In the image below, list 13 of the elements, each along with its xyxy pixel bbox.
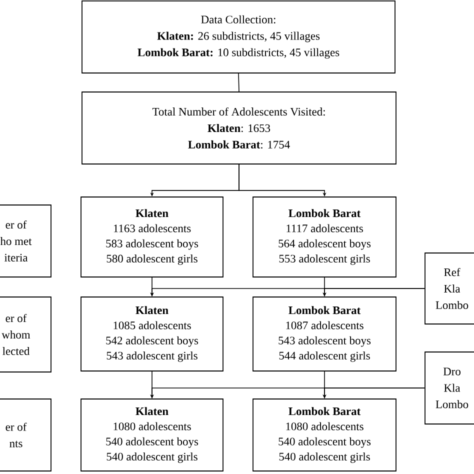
process-box: Total Number of Adolescents Visited: Klaten: 1653 Lombok Barat: 1754	[82, 92, 396, 164]
count-box: Klaten 1085 adolescents 542 adolescent boys 543 adolescent girls	[80, 296, 224, 372]
side-box: er of ho met iteria	[0, 204, 52, 278]
side-box: Dro Kla Lombo	[424, 352, 474, 424]
process-box: Data Collection: Klaten: 26 subdistricts, 45 villages Lombok Barat: 10 subdistricts, 45 villages	[82, 0, 396, 74]
count-box: Klaten 1080 adolescents 540 adolescent boys 540 adolescent girls	[80, 398, 224, 472]
side-box: er of whom lected	[0, 296, 52, 372]
side-box: Ref Kla Lombo	[424, 252, 474, 324]
side-box: er of nts	[0, 398, 52, 472]
count-box: Lombok Barat 1080 adolescents 540 adolescent boys 540 adolescent girls	[252, 398, 396, 472]
count-box: Lombok Barat 1087 adolescents 543 adolescent boys 544 adolescent girls	[252, 296, 396, 372]
count-box: Lombok Barat 1117 adolescents 564 adolescent boys 553 adolescent girls	[252, 196, 396, 278]
count-box: Klaten 1163 adolescents 583 adolescent boys 580 adolescent girls	[80, 196, 224, 278]
